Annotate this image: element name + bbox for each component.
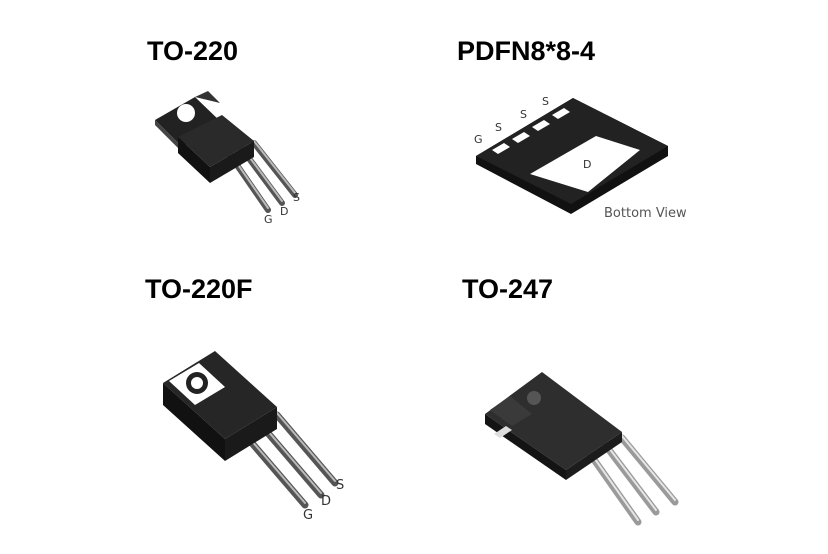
to220f-illustration: G D S xyxy=(163,351,344,523)
package-title-to220: TO-220 xyxy=(147,36,239,66)
package-title-pdfn: PDFN8*8-4 xyxy=(457,36,596,66)
pdfn-pin-s2: S xyxy=(520,108,527,121)
pdfn-pin-s3: S xyxy=(542,95,549,108)
to220-pin-s: S xyxy=(293,191,300,204)
pdfn-pin-g: G xyxy=(474,133,483,146)
pdfn-source-gate-pads xyxy=(492,108,570,154)
pdfn-view-label: Bottom View xyxy=(604,206,687,221)
to220-pin-d: D xyxy=(280,205,288,218)
to220-pin-g: G xyxy=(264,213,273,226)
to220-body xyxy=(178,115,254,167)
to247-body xyxy=(485,372,622,470)
to247-illustration xyxy=(485,372,679,526)
to247-mount-hole xyxy=(527,391,541,405)
to220-illustration: G D S xyxy=(155,91,300,226)
to220f-pin-g: G xyxy=(303,508,313,523)
package-title-to247: TO-247 xyxy=(462,274,554,304)
package-title-to220f: TO-220F xyxy=(145,274,253,304)
pdfn-illustration: G S S S D Bottom View xyxy=(474,95,687,221)
to220-tab-hole xyxy=(177,104,195,122)
to220f-pin-d: D xyxy=(321,494,331,509)
to220f-pin-s: S xyxy=(336,478,344,493)
pdfn-drain-pad xyxy=(530,136,640,192)
pdfn-pin-d: D xyxy=(583,158,591,171)
to220-tab xyxy=(155,97,222,147)
pdfn-pin-s1: S xyxy=(495,121,502,134)
